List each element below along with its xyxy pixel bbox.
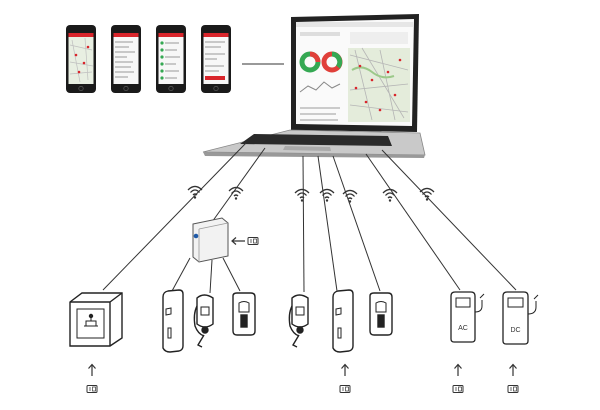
ac-charging-station-icon: AC [450, 291, 485, 343]
wifi-icon [294, 188, 310, 203]
phone-list-view [111, 25, 141, 93]
rfid-card-icon [247, 237, 259, 245]
ac-label: AC [458, 325, 468, 332]
wifi-icon [319, 188, 335, 203]
rfid-card-icon [452, 385, 464, 393]
rfid-card-icon [339, 385, 351, 393]
wallbox-charger-icon [193, 294, 214, 348]
rfid-card-icon [86, 385, 98, 393]
rfid-card-icon [507, 385, 519, 393]
wallbox-charger-icon [288, 294, 309, 348]
arrow-up-icon [453, 363, 463, 377]
laptop-icon [202, 14, 426, 158]
wallbox-charger-icon [332, 289, 354, 353]
wall-cabinet-charger-icon [69, 292, 123, 347]
phone-status-view [156, 25, 186, 93]
wallbox-charger-icon [162, 289, 184, 353]
network-links [102, 142, 517, 294]
gateway-box-icon [192, 217, 229, 263]
arrow-up-icon [340, 363, 350, 377]
arrow-up-icon [87, 363, 97, 377]
arrow-up-icon [508, 363, 518, 377]
wifi-icon [342, 189, 358, 204]
phone-map-view [66, 25, 96, 93]
wallbox-charger-icon [232, 292, 256, 336]
dc-label: DC [510, 327, 520, 334]
wifi-icon [187, 185, 203, 200]
wallbox-charger-icon [369, 292, 393, 336]
dc-charging-station-icon: DC [502, 291, 539, 345]
arrow-left-icon [231, 237, 245, 245]
wifi-icon [419, 187, 435, 202]
phone-form-view [201, 25, 231, 93]
